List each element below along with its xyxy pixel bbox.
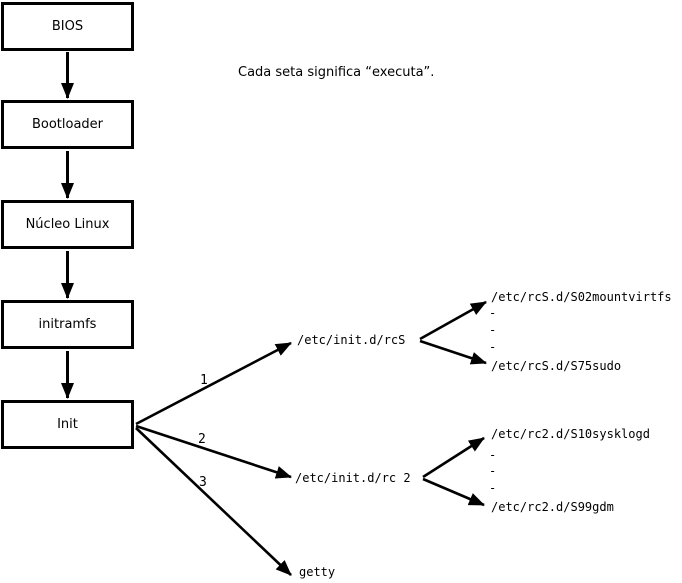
node-bootloader: Bootloader (1, 100, 134, 149)
arrow-init-to-getty (135, 427, 292, 576)
arrow-rcs-to-s75 (419, 339, 487, 365)
script-s10sysklogd: /etc/rc2.d/S10sysklogd (491, 427, 650, 441)
node-initramfs-label: initramfs (38, 317, 97, 332)
node-bios: BIOS (1, 2, 134, 51)
arrow-rc2-to-s99 (422, 477, 485, 507)
node-linux-kernel: Núcleo Linux (1, 200, 134, 249)
node-bios-label: BIOS (51, 19, 84, 34)
ellipsis-dash: - (489, 448, 497, 462)
ellipsis-dash: - (489, 306, 497, 320)
ellipsis-dash: - (489, 323, 497, 337)
target-init-d-rc2: /etc/init.d/rc 2 (295, 471, 411, 485)
node-initramfs: initramfs (1, 300, 134, 349)
arrow-rcs-to-s02 (419, 300, 487, 341)
ellipsis-dash: - (489, 340, 497, 354)
arrow-order-1: 1 (200, 373, 208, 388)
note-arrows-mean-execute: Cada seta significa “executa”. (238, 65, 435, 80)
node-bootloader-label: Bootloader (31, 117, 104, 132)
ellipsis-dash: - (489, 464, 497, 478)
ellipsis-dash: - (489, 481, 497, 495)
arrow-init-to-rcs (135, 341, 292, 426)
script-s99gdm: /etc/rc2.d/S99gdm (491, 500, 614, 514)
arrow-init-to-rc2 (135, 424, 292, 479)
arrow-rc2-to-s10 (422, 436, 485, 479)
node-init-label: Init (57, 417, 78, 432)
script-s02mountvirtfs: /etc/rcS.d/S02mountvirtfs (491, 290, 672, 304)
node-init: Init (1, 400, 134, 449)
target-getty: getty (299, 565, 336, 579)
arrow-order-2: 2 (198, 432, 206, 447)
script-s75sudo: /etc/rcS.d/S75sudo (491, 359, 622, 373)
node-linux-kernel-label: Núcleo Linux (25, 217, 110, 232)
target-init-d-rcs: /etc/init.d/rcS (297, 333, 406, 347)
arrow-order-3: 3 (199, 475, 207, 490)
